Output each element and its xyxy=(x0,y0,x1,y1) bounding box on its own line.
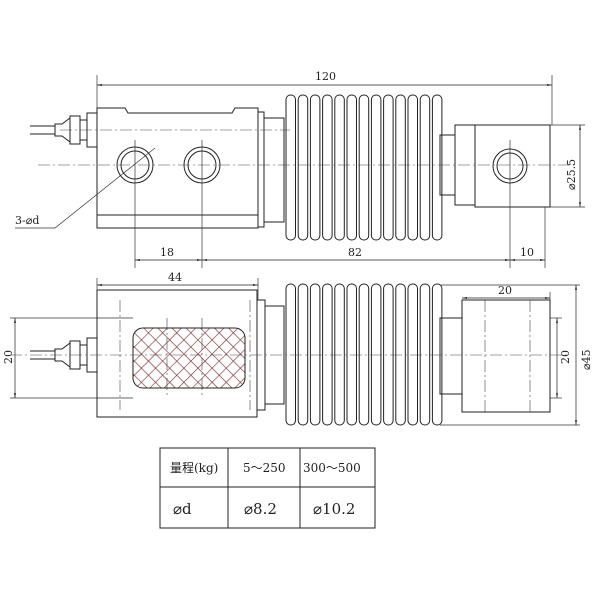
bellows-fin xyxy=(309,94,321,241)
cable-connector xyxy=(54,337,98,373)
dim-body-height: 20 xyxy=(2,350,15,364)
bellows xyxy=(285,283,443,426)
bellows-fin xyxy=(370,283,382,426)
bellows-fin xyxy=(407,283,418,426)
strain-gauge-area xyxy=(132,327,246,389)
bellows-fin xyxy=(346,94,357,241)
bellows-fin xyxy=(370,94,382,241)
bellows-fin xyxy=(334,94,345,241)
bellows-fin xyxy=(395,94,406,241)
table-header-range: 量程(kg) xyxy=(170,460,218,475)
bellows-fin xyxy=(285,94,296,241)
dim-hole-to-end: 82 xyxy=(348,246,362,259)
bellows-fin xyxy=(309,283,321,426)
bellows-fin xyxy=(322,283,333,426)
table-row-label: ⌀d xyxy=(173,500,192,518)
dim-end-offset: 10 xyxy=(520,246,534,259)
top-view: 120 18 82 10 ⌀25.5 3-⌀d xyxy=(15,70,585,268)
table-header-col1: 5～250 xyxy=(243,461,286,475)
bellows-fin xyxy=(419,283,431,426)
cable xyxy=(30,125,55,135)
bellows-fin xyxy=(297,94,309,241)
bellows-fin xyxy=(407,94,418,241)
bellows-fin xyxy=(431,94,443,241)
bellows-fin xyxy=(358,283,370,426)
bellows-fin xyxy=(383,283,394,426)
bellows-fin xyxy=(431,283,443,426)
bellows-fin xyxy=(358,94,370,241)
table-cell-col1: ⌀8.2 xyxy=(244,500,277,518)
sensor-body xyxy=(96,289,258,418)
dim-end-block-length: 20 xyxy=(498,284,512,297)
dim-end-block-height: 20 xyxy=(559,350,572,364)
cable-connector xyxy=(54,112,98,148)
hole-callout: 3-⌀d xyxy=(15,214,39,227)
bellows-fin xyxy=(297,283,309,426)
bellows-fin xyxy=(395,283,406,426)
end-block xyxy=(461,299,551,413)
bellows xyxy=(285,94,443,241)
side-view: 44 20 20 20 ⌀45 xyxy=(2,271,593,426)
table-header-col2: 300～500 xyxy=(303,461,361,475)
bellows-fin xyxy=(419,94,431,241)
dim-bellows-diameter: ⌀45 xyxy=(580,349,593,370)
dim-body-length: 44 xyxy=(168,271,182,284)
dim-overall-length: 120 xyxy=(315,70,336,83)
dim-block-diameter: ⌀25.5 xyxy=(565,159,578,190)
table-cell-col2: ⌀10.2 xyxy=(313,500,355,518)
spec-table: 量程(kg) 5～250 300～500 ⌀d ⌀8.2 ⌀10.2 xyxy=(159,447,376,529)
cable xyxy=(30,350,55,360)
sensor-body xyxy=(96,107,259,229)
bellows-fin xyxy=(322,94,333,241)
bellows-fin xyxy=(383,94,394,241)
dim-hole-spacing: 18 xyxy=(160,246,174,259)
end-block xyxy=(474,124,551,208)
bellows-fin xyxy=(346,283,357,426)
bellows-fin xyxy=(334,283,345,426)
bellows-fin xyxy=(285,283,296,426)
